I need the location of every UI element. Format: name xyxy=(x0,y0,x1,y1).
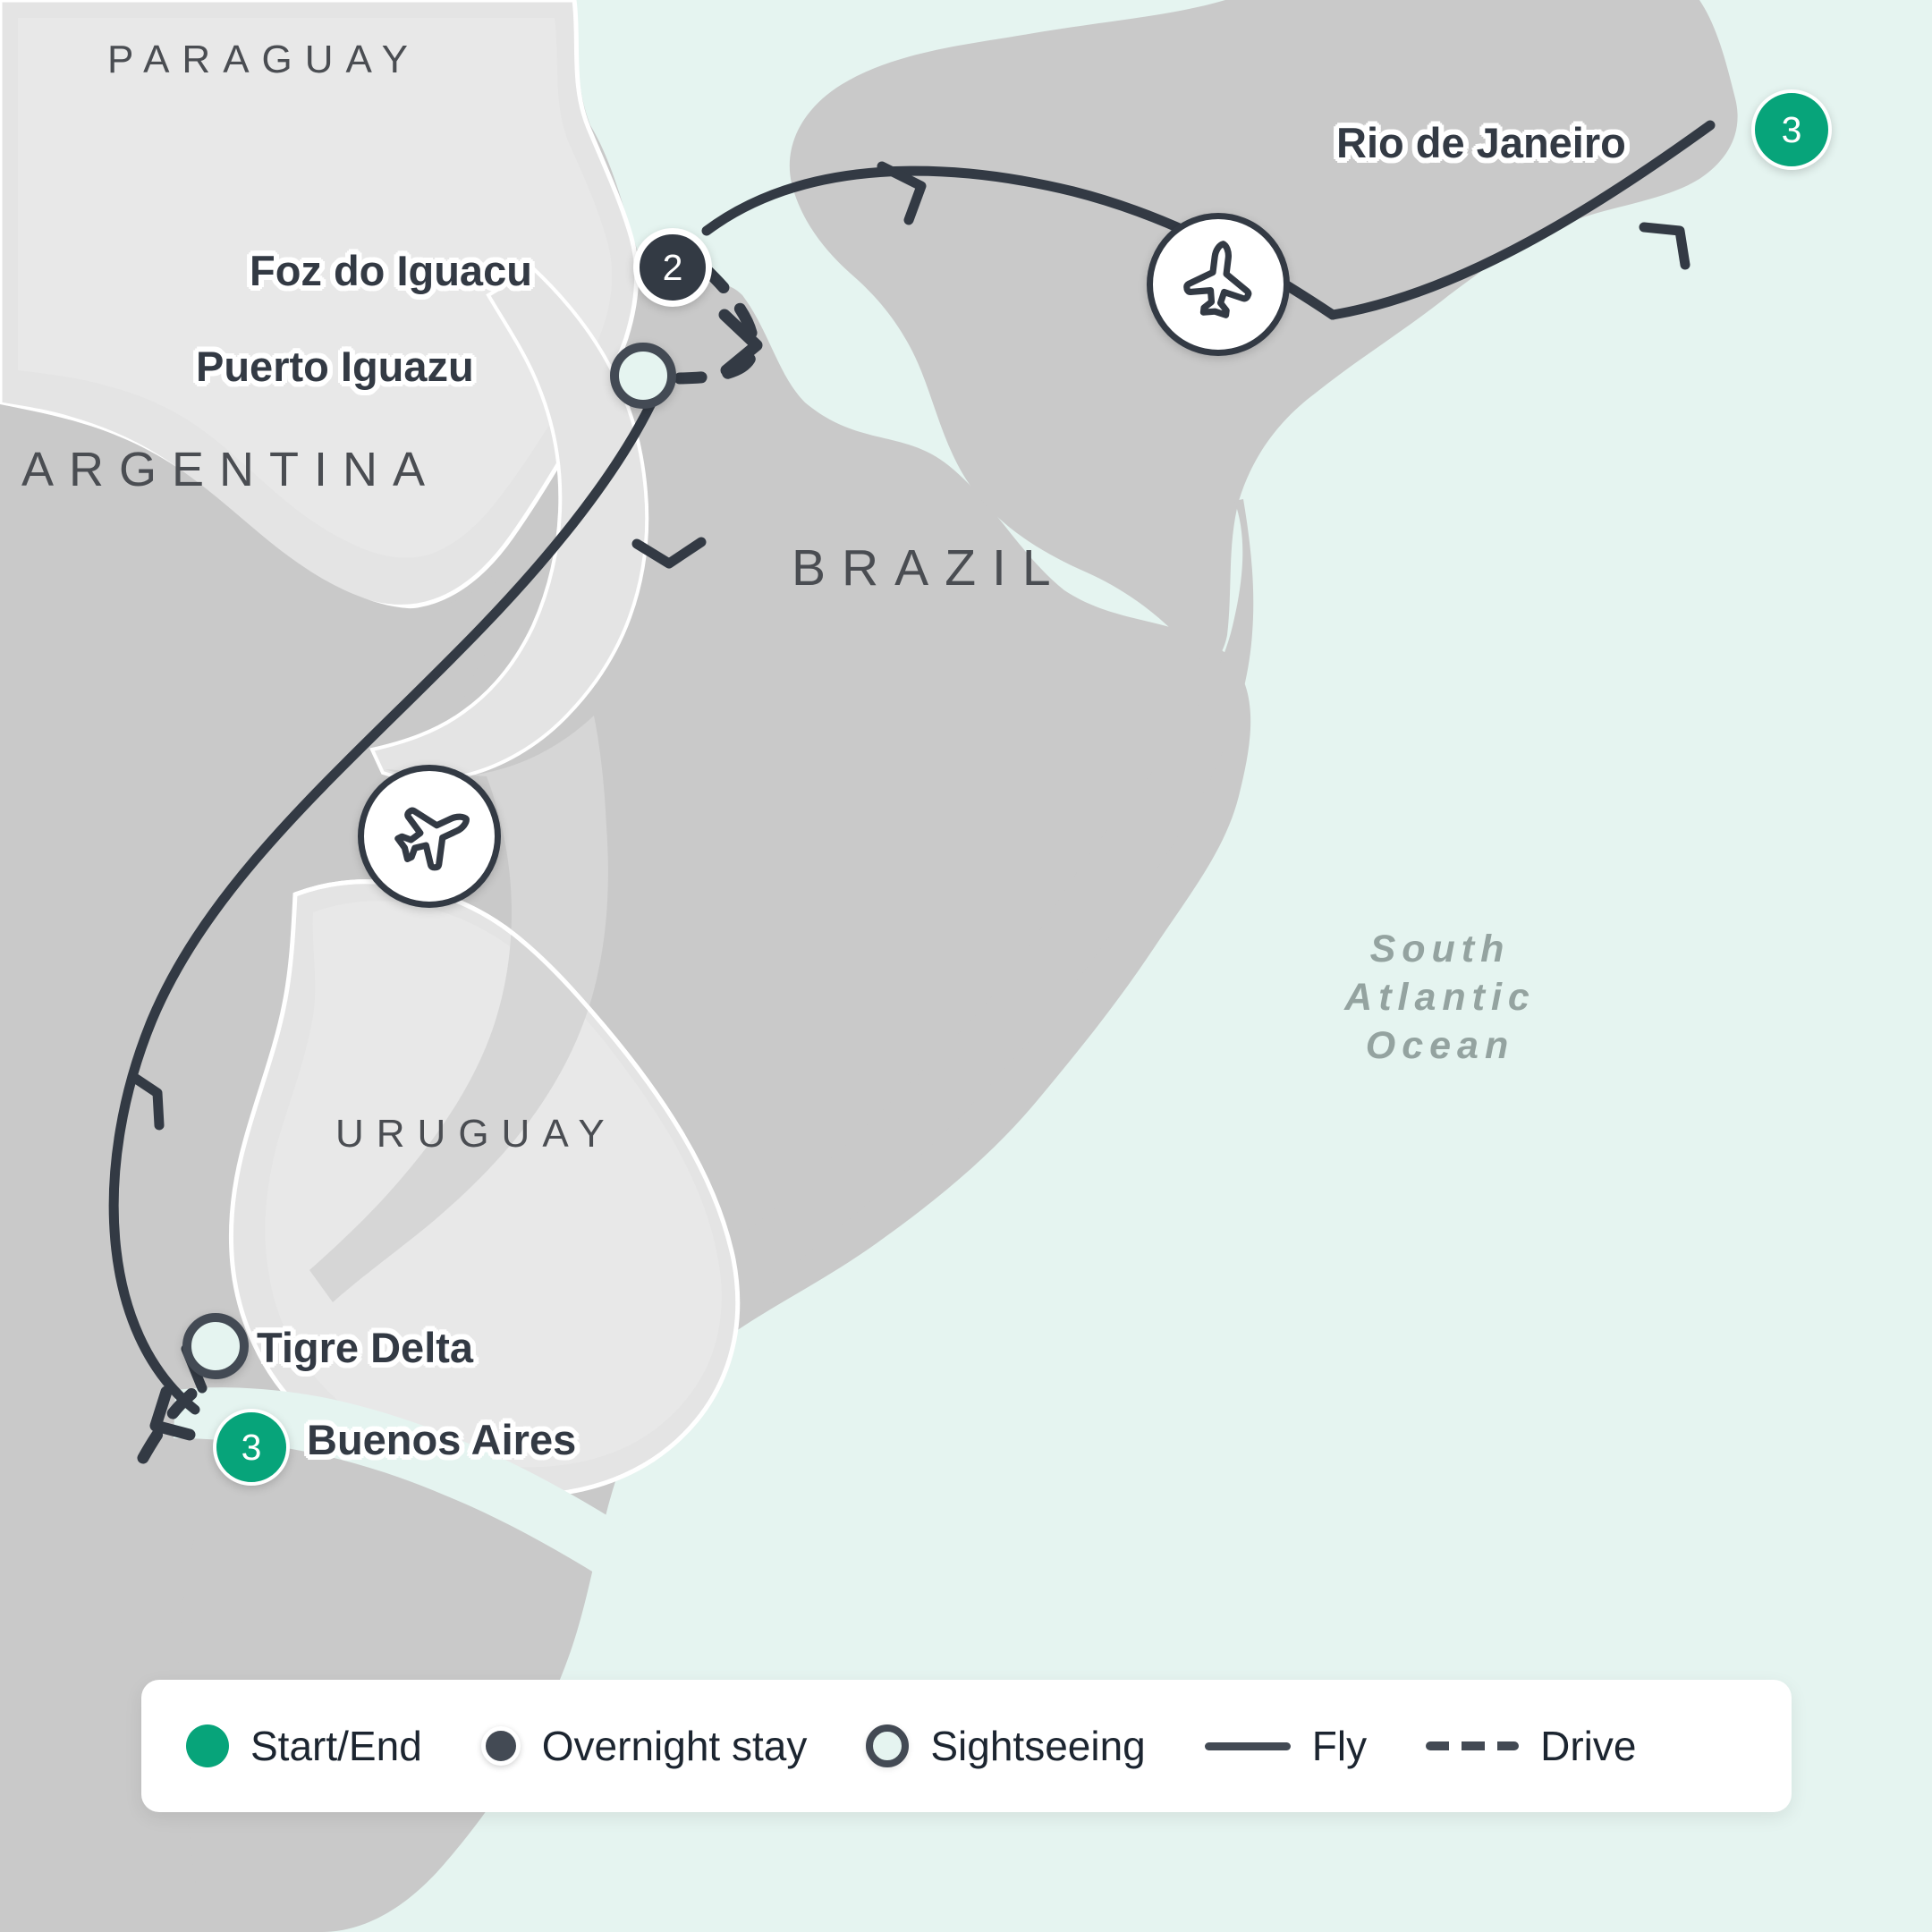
region-paraguay-inner xyxy=(18,18,613,558)
city-label-tigre-delta: Tigre Delta xyxy=(257,1324,474,1371)
arrowhead-drive-bsas xyxy=(149,1385,196,1441)
route-fly-rio-final xyxy=(1327,120,1716,320)
marker-nights-count: 3 xyxy=(241,1426,262,1468)
region-south-brazil xyxy=(309,716,608,1302)
city-label-rio-de-janeiro: Rio de Janeiro xyxy=(1336,119,1626,166)
marker-puerto-iguazu[interactable] xyxy=(610,343,676,409)
legend-item-fly[interactable]: Fly xyxy=(1204,1722,1368,1770)
marker-buenos-aires[interactable]: 3 xyxy=(213,1409,290,1486)
legend-label: Start/End xyxy=(250,1723,422,1769)
arrowhead-drive-puerto xyxy=(718,309,763,377)
city-label-buenos-aires: Buenos Aires xyxy=(307,1416,577,1463)
plane-icon xyxy=(380,787,479,886)
marker-foz-do-iguacu[interactable]: 2 xyxy=(633,228,712,307)
map-legend: Start/End Overnight stay Sightseeing Fly… xyxy=(141,1680,1792,1812)
marker-rio-de-janeiro[interactable]: 3 xyxy=(1751,89,1832,170)
legend-item-overnight-stay[interactable]: Overnight stay xyxy=(480,1722,808,1770)
sightseeing-dot-icon xyxy=(866,1724,910,1767)
arrowhead-north xyxy=(631,537,707,569)
legend-item-sightseeing[interactable]: Sightseeing xyxy=(866,1722,1146,1770)
plane-icon xyxy=(1165,231,1273,339)
arrowhead-foz-rio xyxy=(877,161,927,225)
start-end-dot-icon xyxy=(186,1724,229,1767)
marker-flight-buenos-aires[interactable] xyxy=(358,765,501,908)
region-uruguay-inner xyxy=(265,901,722,1468)
marker-nights-count: 3 xyxy=(1781,108,1802,150)
marker-flight-rio[interactable] xyxy=(1147,213,1290,356)
legend-label: Sightseeing xyxy=(930,1723,1146,1769)
route-drive-tigre-bsas xyxy=(137,1382,205,1464)
marker-tigre-delta[interactable] xyxy=(182,1313,249,1379)
overnight-dot-icon xyxy=(480,1726,521,1766)
fly-line-icon xyxy=(1204,1741,1291,1750)
marker-nights-count: 2 xyxy=(662,246,683,288)
city-label-puerto-iguazu: Puerto Iguazu xyxy=(196,343,474,390)
legend-label: Fly xyxy=(1311,1723,1368,1769)
legend-label: Overnight stay xyxy=(541,1723,808,1769)
route-arrowheads xyxy=(131,161,1690,1131)
legend-item-start-end[interactable]: Start/End xyxy=(186,1722,422,1770)
drive-line-icon xyxy=(1426,1741,1520,1750)
arrowhead-west xyxy=(131,1073,165,1131)
city-label-foz-do-iguacu: Foz do Iguacu xyxy=(250,247,532,294)
route-drive-arrows xyxy=(149,309,763,1441)
route-fly-bsas-foz xyxy=(108,370,669,1415)
arrowhead-rio xyxy=(1639,222,1690,270)
legend-item-drive[interactable]: Drive xyxy=(1426,1722,1636,1770)
legend-label: Drive xyxy=(1540,1723,1637,1769)
